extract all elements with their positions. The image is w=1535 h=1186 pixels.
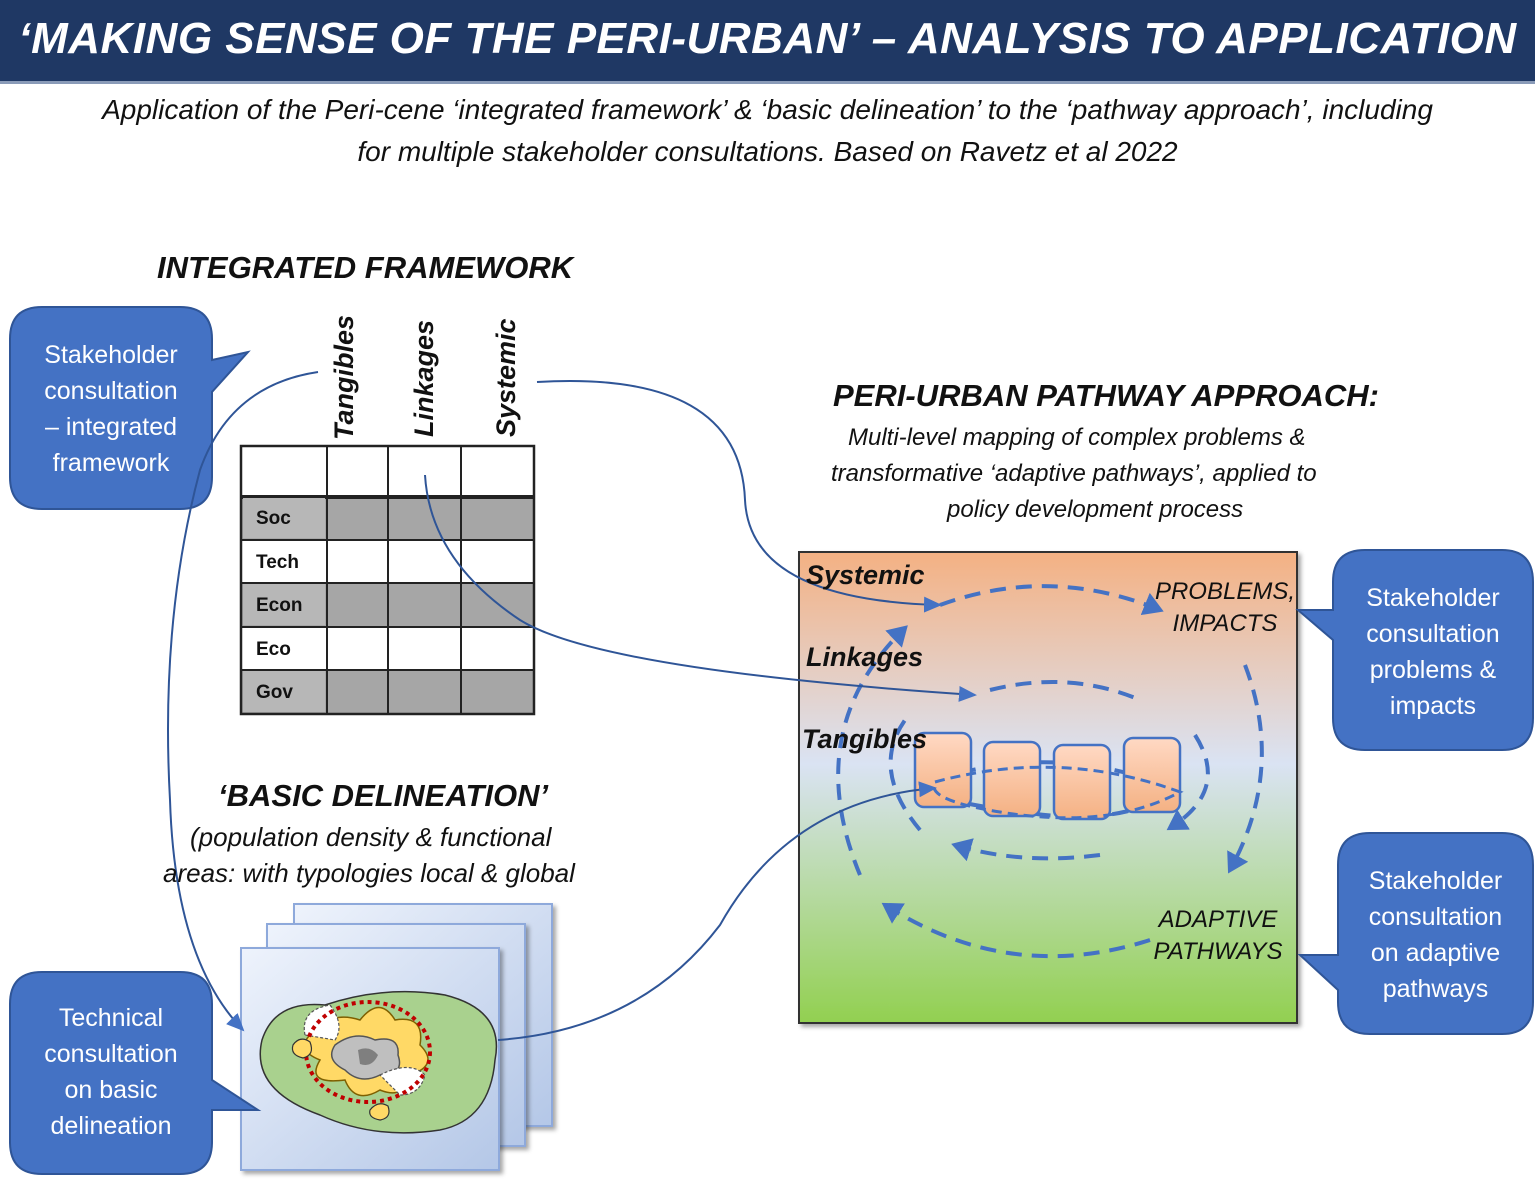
row-eco: Eco xyxy=(256,639,291,660)
subtitle-line-1: Application of the Peri-cene ‘integrated… xyxy=(102,94,1433,125)
problems-label: PROBLEMS, IMPACTS xyxy=(1150,576,1300,640)
problems-line-2: IMPACTS xyxy=(1172,610,1278,637)
pathway-line-1: Multi-level mapping of complex problems … xyxy=(848,424,1306,451)
column-systemic: Systemic xyxy=(491,318,521,437)
column-linkages: Linkages xyxy=(409,319,439,437)
delineation-heading: ‘BASIC DELINEATION’ xyxy=(218,778,549,813)
callout-bubbles xyxy=(9,306,1534,1175)
bubble-technical xyxy=(9,971,262,1175)
row-tech: Tech xyxy=(256,552,299,573)
delineation-line-2: areas: with typologies local & global xyxy=(163,858,575,888)
level-systemic: Systemic xyxy=(806,560,925,590)
problems-line-1: PROBLEMS, xyxy=(1154,578,1296,605)
pathway-line-2: transformative ‘adaptive pathways’, appl… xyxy=(831,460,1317,487)
pathway-heading: PERI-URBAN PATHWAY APPROACH: xyxy=(833,378,1379,413)
pathway-panel xyxy=(798,551,1298,1024)
bubble-technical-text: Technical consultation on basic delineat… xyxy=(44,1004,178,1140)
delineation-line-1: (population density & functional xyxy=(190,822,552,852)
subtitle-line-2: for multiple stakeholder consultations. … xyxy=(357,136,1178,167)
level-linkages: Linkages xyxy=(806,642,924,672)
bubble-problems-text: Stakeholder consultation problems & impa… xyxy=(1366,584,1500,720)
adaptive-line-2: PATHWAYS xyxy=(1153,938,1283,965)
row-soc: Soc xyxy=(256,508,291,529)
connector-arrows xyxy=(167,371,977,1041)
bubble-problems xyxy=(1295,549,1534,751)
framework-heading: INTEGRATED FRAMEWORK xyxy=(157,250,574,285)
bubble-adaptive-text: Stakeholder consultation on adaptive pat… xyxy=(1368,867,1503,1003)
pathway-line-3: policy development process xyxy=(947,496,1244,523)
adaptive-label: ADAPTIVE PATHWAYS xyxy=(1143,904,1293,968)
page-title: ‘MAKING SENSE OF THE PERI-URBAN’ – ANALY… xyxy=(18,14,1517,63)
column-tangibles: Tangibles xyxy=(329,314,359,440)
bubble-integrated xyxy=(9,306,251,510)
bubble-integrated-text: Stakeholder consultation – integrated fr… xyxy=(44,341,178,477)
bubble-adaptive xyxy=(1297,832,1534,1035)
tangible-boxes xyxy=(913,731,1182,821)
level-tangibles: Tangibles xyxy=(802,724,928,754)
title-bar xyxy=(0,0,1535,84)
row-econ: Econ xyxy=(256,595,303,616)
adaptive-line-1: ADAPTIVE xyxy=(1158,906,1278,933)
row-gov: Gov xyxy=(256,682,293,703)
delineation-map xyxy=(240,903,553,1171)
